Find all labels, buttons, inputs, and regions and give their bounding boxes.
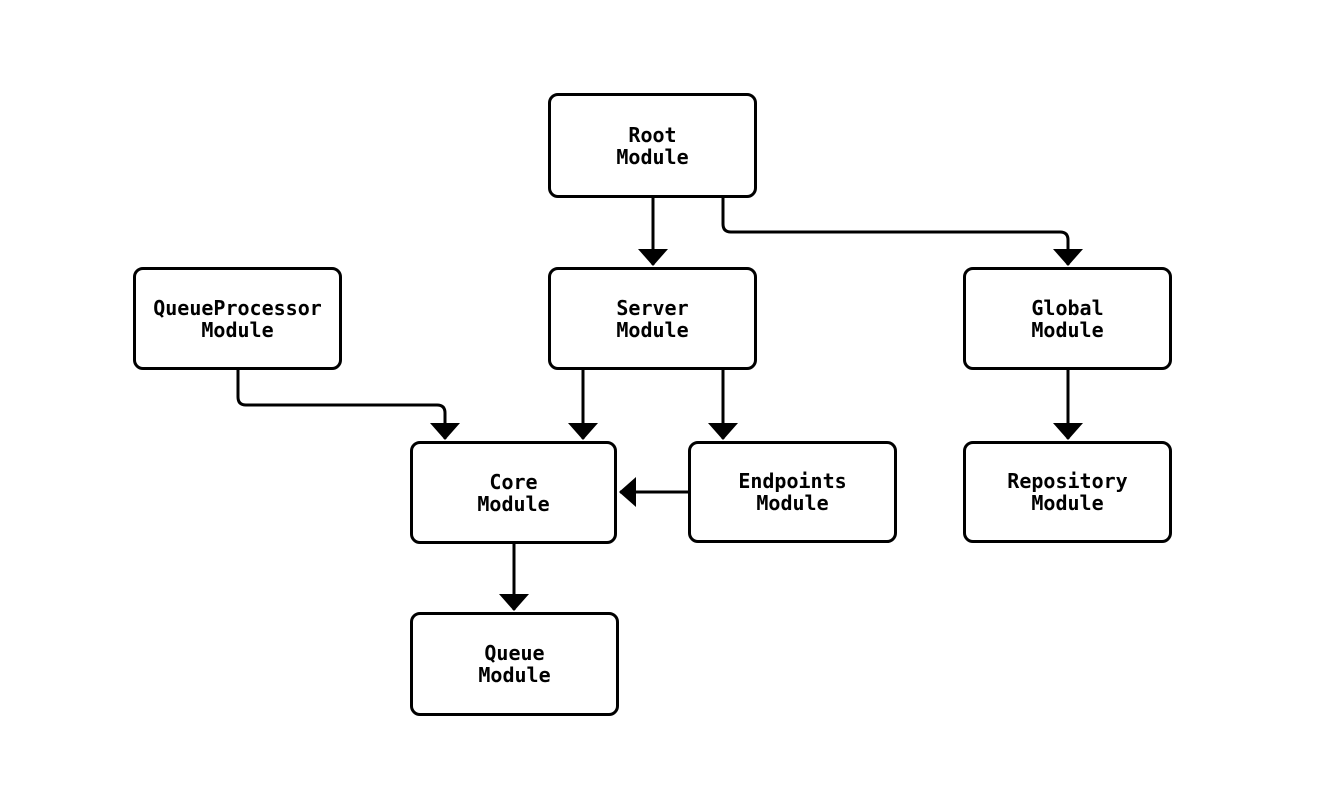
node-label-line1: Repository (1007, 469, 1128, 493)
edge-root-to-global (721, 198, 1083, 266)
node-label-line2: Module (616, 144, 689, 169)
node-server-module: Server Module (548, 267, 757, 370)
node-label-line1: Server (616, 295, 689, 320)
node-endpoints-module: Endpoints Module (688, 441, 897, 543)
node-label-line2: Module (201, 317, 274, 342)
node-queueprocessor-module: QueueProcessor Module (133, 267, 342, 370)
node-label-line1: Root (628, 122, 677, 147)
node-global-module: Global Module (963, 267, 1172, 370)
node-label-line2: Module (1031, 491, 1104, 515)
node-label-line2: Module (478, 663, 551, 687)
node-queue-module: Queue Module (410, 612, 619, 716)
node-label-line1: Global (1031, 295, 1104, 320)
node-label-line2: Module (616, 317, 689, 342)
node-label-line2: Module (756, 491, 829, 515)
node-label-line1: Queue (484, 641, 545, 665)
node-label-line2: Module (477, 491, 550, 516)
node-label-line1: QueueProcessor (153, 295, 322, 320)
node-root-module: Root Module (548, 93, 757, 198)
node-repository-module: Repository Module (963, 441, 1172, 543)
node-label-line1: Endpoints (738, 469, 847, 493)
node-label-line1: Core (489, 469, 538, 494)
edge-queueprocessor-to-core (236, 370, 460, 440)
node-label-line2: Module (1031, 317, 1104, 342)
node-core-module: Core Module (410, 441, 617, 544)
